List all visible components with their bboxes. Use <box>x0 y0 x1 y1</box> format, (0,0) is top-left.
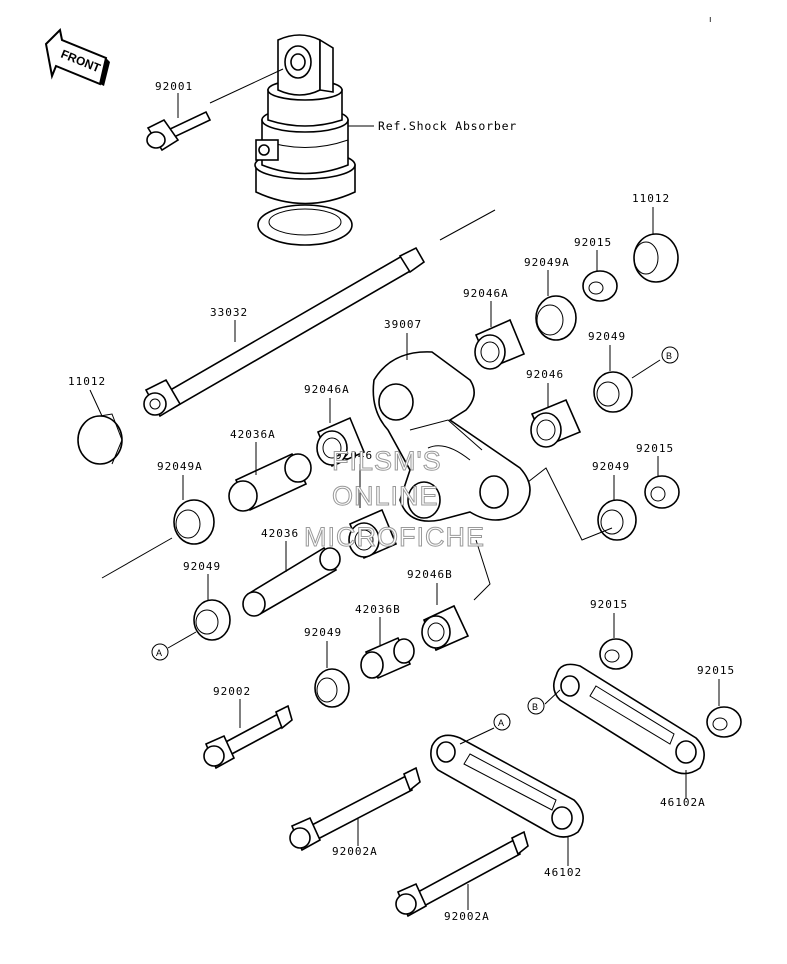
part-number-42036A: 42036A <box>230 428 276 441</box>
nut-92015-mid <box>644 475 680 509</box>
part-number-11012-right: 11012 <box>632 192 670 205</box>
seal-92049-right <box>593 371 633 413</box>
rocker-arm-39007 <box>372 351 531 522</box>
bearing-92046B <box>421 604 470 652</box>
shaft-33032 <box>143 246 426 418</box>
part-number-92046-right: 92046 <box>526 368 564 381</box>
seal-92049A-top <box>535 295 577 341</box>
part-number-92049-left: 92049 <box>183 560 221 573</box>
svg-text:B: B <box>666 351 672 361</box>
seal-92049-left <box>193 599 231 641</box>
part-number-92046B: 92046B <box>407 568 453 581</box>
reference-label: Ref.Shock Absorber <box>378 119 517 133</box>
svg-text:ONLINE: ONLINE <box>332 481 439 511</box>
nut-92015-top <box>582 270 618 302</box>
bearing-92046A-top <box>474 318 526 370</box>
part-number-92049-mid: 92049 <box>592 460 630 473</box>
watermark: FILSM'S ONLINE MICROFICHE <box>304 446 485 553</box>
svg-text:A: A <box>498 718 504 728</box>
part-number-42036B: 42036B <box>355 603 401 616</box>
part-number-92049-right: 92049 <box>588 330 626 343</box>
bearing-92046-right <box>530 398 582 448</box>
bolt-92002A-lower <box>395 830 529 918</box>
bolt-92002A-upper <box>289 766 421 852</box>
part-number-42036: 42036 <box>261 527 299 540</box>
callout-a-lower: A <box>493 713 511 731</box>
part-number-92046-center: 92046 <box>335 449 373 462</box>
svg-text:B: B <box>532 702 538 712</box>
link-46102A <box>552 663 705 775</box>
bearing-92046-center <box>348 508 398 560</box>
part-number-92049A-left: 92049A <box>157 460 203 473</box>
corner-mark: ı <box>709 14 712 24</box>
part-number-92015-lower: 92015 <box>590 598 628 611</box>
link-46102 <box>430 734 584 838</box>
callout-b-lower: B <box>527 697 545 715</box>
part-number-46102A: 46102A <box>660 796 706 809</box>
part-number-92002A-lower: 92002A <box>444 910 490 923</box>
part-number-92046A-top: 92046A <box>463 287 509 300</box>
part-number-39007: 39007 <box>384 318 422 331</box>
svg-text:FILSM'S: FILSM'S <box>332 446 442 476</box>
shock-absorber <box>254 34 356 246</box>
callout-a-left: A <box>151 643 169 661</box>
part-number-92001: 92001 <box>155 80 193 93</box>
part-number-92002A-upper: 92002A <box>332 845 378 858</box>
callout-b-upper: B <box>661 346 679 364</box>
seal-92049-mid <box>597 499 637 541</box>
seal-92049-lower <box>314 668 350 708</box>
seal-92049A-left <box>173 499 215 545</box>
collar-42036B <box>360 636 415 680</box>
cap-11012-left <box>77 413 123 465</box>
part-number-33032: 33032 <box>210 306 248 319</box>
bearing-92046A-left <box>316 416 366 468</box>
part-number-92049A-top: 92049A <box>524 256 570 269</box>
part-number-92002: 92002 <box>213 685 251 698</box>
nut-92015-lower <box>599 638 633 670</box>
part-number-92049-lower: 92049 <box>304 626 342 639</box>
part-number-92015-top: 92015 <box>574 236 612 249</box>
front-arrow-icon: FRONT <box>44 27 110 86</box>
nut-92015-right <box>706 706 742 738</box>
bolt-92002 <box>203 704 293 770</box>
cap-11012-right <box>633 233 679 283</box>
part-number-92046A-left: 92046A <box>304 383 350 396</box>
svg-text:MICROFICHE: MICROFICHE <box>304 522 485 552</box>
svg-text:A: A <box>156 648 162 658</box>
part-number-46102: 46102 <box>544 866 582 879</box>
collar-42036 <box>242 546 341 617</box>
part-number-11012-left: 11012 <box>68 375 106 388</box>
part-number-92015-right: 92015 <box>697 664 735 677</box>
collar-42036A <box>228 452 312 512</box>
part-number-92015-mid: 92015 <box>636 442 674 455</box>
bolt-92001 <box>146 110 212 152</box>
